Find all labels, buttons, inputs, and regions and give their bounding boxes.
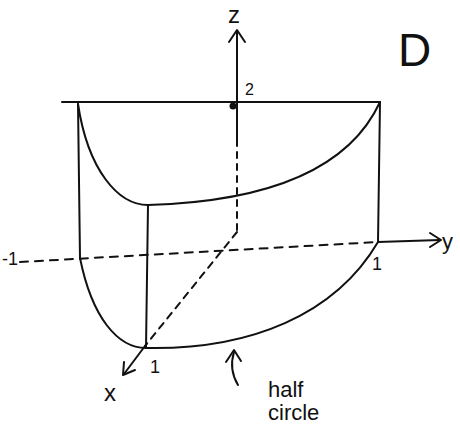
z-axis — [236, 32, 238, 140]
axis-arrow — [430, 233, 441, 247]
side-edge — [146, 205, 148, 348]
side-edge — [378, 102, 380, 242]
top-edge — [62, 101, 380, 103]
height-value: 2 — [245, 82, 254, 99]
x-axis-hidden — [145, 232, 237, 346]
axis-arrow — [123, 362, 135, 375]
top-arc — [78, 102, 380, 205]
pointer — [232, 352, 238, 385]
side-edge — [78, 104, 80, 258]
axis-label: z — [228, 2, 240, 27]
y-axis — [378, 240, 440, 242]
note: half circle — [268, 378, 348, 424]
z-axis-hidden — [236, 140, 238, 232]
axis-label: x — [104, 380, 116, 405]
tick-value: -1 — [2, 250, 18, 269]
y-axis-hidden — [20, 242, 378, 262]
point-dot — [230, 103, 237, 110]
x-axis — [124, 346, 145, 374]
tick-value: 1 — [150, 358, 160, 377]
bottom-arc — [80, 242, 378, 348]
axis-label: y — [442, 230, 453, 253]
pointer-head — [226, 350, 241, 362]
tick-value: 1 — [372, 255, 382, 274]
axis-arrow — [229, 30, 245, 42]
region-name: D — [398, 26, 431, 74]
